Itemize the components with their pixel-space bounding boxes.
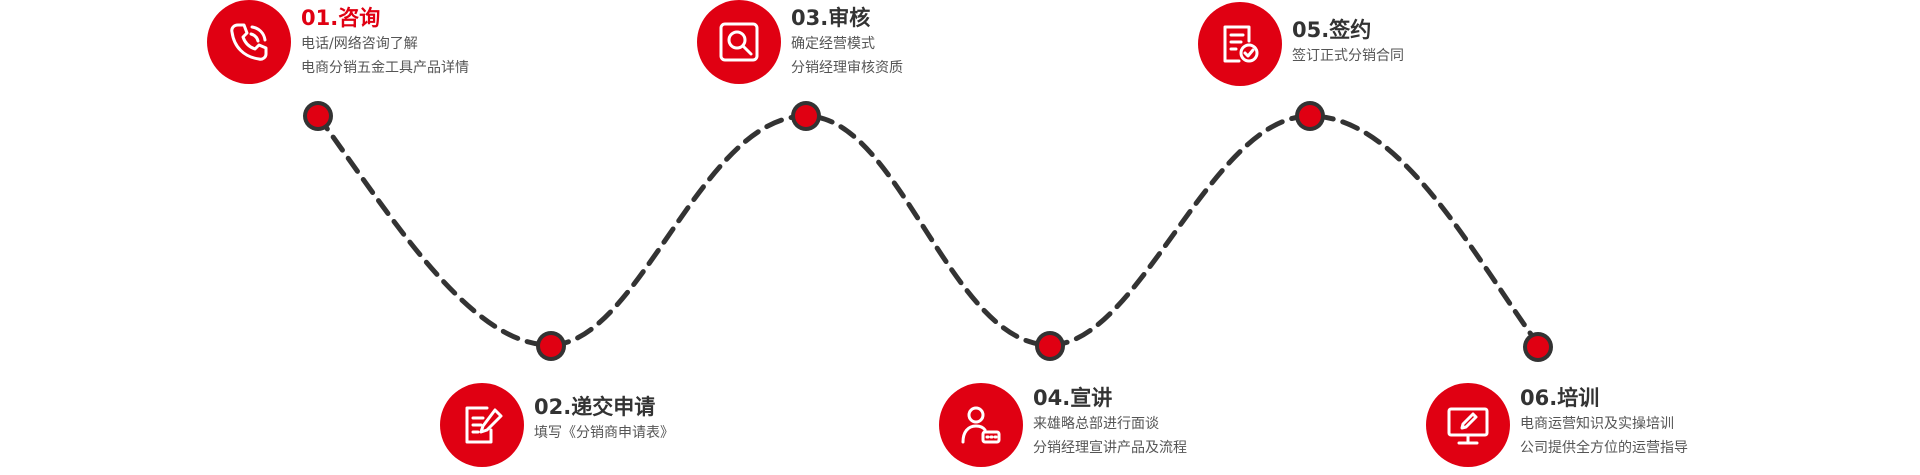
step-title: 01.咨询 [301, 6, 381, 30]
phone-icon [207, 0, 291, 84]
step-desc-line: 填写《分销商申请表》 [534, 425, 674, 441]
contract-check-icon [1198, 2, 1282, 86]
step-title: 03.审核 [791, 6, 871, 30]
dashed-connector [315, 113, 1543, 350]
step-title: 04.宣讲 [1033, 386, 1113, 410]
step-desc-line: 分销经理宣讲产品及流程 [1033, 440, 1187, 456]
node-2 [536, 331, 566, 361]
node-5 [1295, 101, 1325, 131]
step-desc-line: 电商分销五金工具产品详情 [301, 60, 469, 76]
form-pen-icon [440, 383, 524, 467]
step-title: 02.递交申请 [534, 395, 656, 419]
step-desc-line: 电商运营知识及实操培训 [1520, 416, 1674, 432]
step-desc-line: 电话/网络咨询了解 [301, 36, 418, 52]
magnifier-icon [697, 0, 781, 84]
node-3 [791, 101, 821, 131]
node-4 [1035, 331, 1065, 361]
presenter-icon [939, 383, 1023, 467]
step-desc-line: 公司提供全方位的运营指导 [1520, 440, 1688, 456]
step-desc-line: 签订正式分销合同 [1292, 48, 1404, 64]
step-desc-line: 来雄略总部进行面谈 [1033, 416, 1159, 432]
step-desc-line: 确定经营模式 [791, 36, 875, 52]
step-title: 06.培训 [1520, 386, 1600, 410]
node-6 [1523, 332, 1553, 362]
step-desc-line: 分销经理审核资质 [791, 60, 903, 76]
monitor-pen-icon [1426, 383, 1510, 467]
node-1 [303, 101, 333, 131]
step-title: 05.签约 [1292, 18, 1372, 42]
